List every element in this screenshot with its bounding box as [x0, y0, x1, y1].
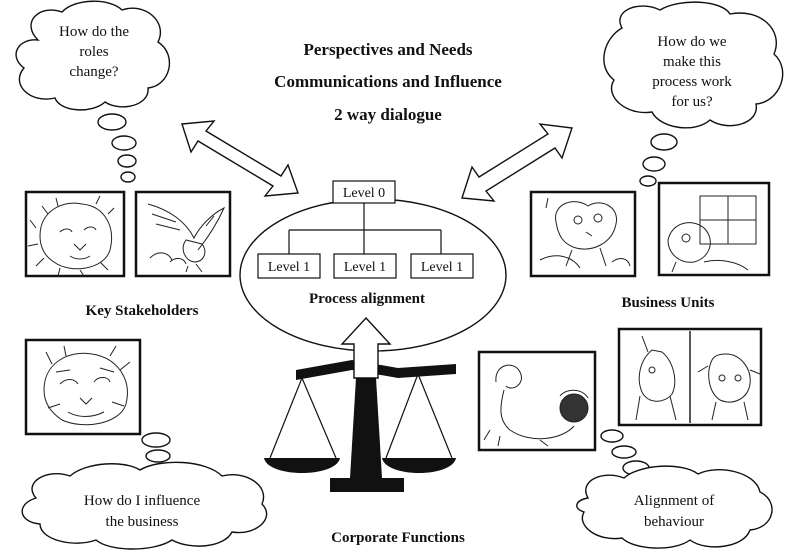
process-alignment-caption: Process alignment [309, 291, 425, 307]
mice-sketch [657, 181, 771, 277]
thought-cloud-top-right [603, 1, 784, 187]
thought-top-left-line-3: change? [69, 64, 118, 80]
label-key-stakeholders: Key Stakeholders [86, 303, 199, 319]
double-arrow-right [461, 123, 573, 202]
thought-bubble-dot [145, 449, 171, 463]
thought-bubble-dot [611, 445, 637, 459]
eagle-sketch [134, 190, 232, 278]
thought-bubble-dot [117, 154, 137, 168]
thought-bubble-dot [141, 432, 171, 448]
thought-bottom-left-line-1: How do I influence [84, 493, 201, 509]
thought-bubble-dot [111, 135, 137, 151]
mouse-sketch [529, 190, 637, 278]
snail-sketch [477, 350, 597, 452]
level-0-label: Level 0 [343, 186, 385, 201]
header-line-3: 2 way dialogue [334, 105, 442, 124]
level-1-box [257, 253, 321, 279]
thought-bubble-dot [600, 429, 624, 443]
thought-bottom-right-line-1: Alignment of [634, 493, 714, 509]
double-arrow-left [181, 120, 299, 197]
label-corporate-functions: Corporate Functions [331, 530, 465, 546]
level-1-label: Level 1 [268, 260, 310, 275]
thought-bubble-dot [639, 175, 657, 187]
thought-bubble-dot [650, 133, 678, 151]
thought-bubble-dot [97, 113, 127, 131]
upward-arrow [340, 316, 392, 379]
thought-top-right-line-1: How do we [657, 34, 726, 50]
level-0-box [332, 180, 396, 204]
balance-scale [264, 360, 456, 492]
hierarchy-connectors [288, 203, 442, 254]
thought-cloud-bottom-right [576, 429, 773, 549]
header-line-2: Communications and Influence [274, 72, 502, 91]
thought-bubble-dot [642, 156, 666, 172]
level-1-box [410, 253, 474, 279]
unicorn-and-sheep-sketch [617, 327, 763, 427]
thought-cloud-top-left [15, 0, 171, 183]
lion-sketch [24, 190, 126, 278]
level-1-label: Level 1 [421, 260, 463, 275]
thought-cloud-bottom-left [21, 432, 268, 550]
header-line-1: Perspectives and Needs [303, 40, 472, 59]
thought-top-right-line-4: for us? [671, 94, 713, 110]
thought-top-right-line-3: process work [652, 74, 732, 90]
thought-top-right-line-2: make this [663, 54, 721, 70]
tiger-sketch [24, 338, 142, 436]
thought-bottom-right-line-2: behaviour [644, 514, 704, 530]
thought-top-left-line-1: How do the [59, 24, 129, 40]
thought-bubble-dot [120, 171, 136, 183]
label-business-units: Business Units [622, 295, 715, 311]
level-1-box [333, 253, 397, 279]
level-1-label: Level 1 [344, 260, 386, 275]
thought-bottom-left-line-2: the business [106, 514, 179, 530]
thought-top-left-line-2: roles [79, 44, 108, 60]
